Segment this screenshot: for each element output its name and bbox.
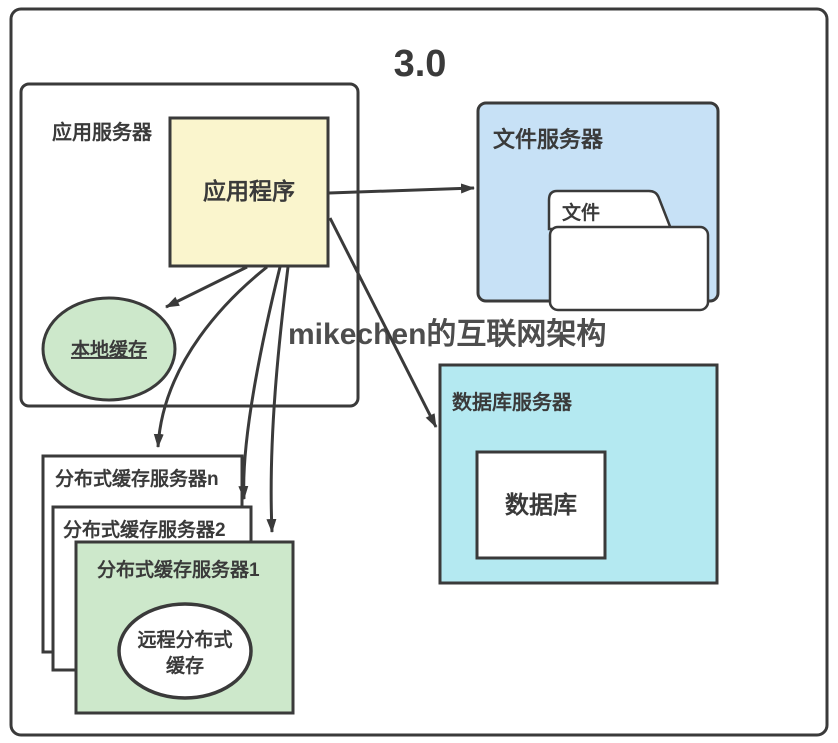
db-server-label: 数据库服务器 xyxy=(452,390,573,414)
remote-cache-label-line2: 缓存 xyxy=(166,654,204,677)
folder-tab xyxy=(547,189,673,231)
arrow-app-to-cache-1 xyxy=(266,266,290,533)
local-cache-label: 本地缓存 xyxy=(71,338,147,361)
cache-server-n-label: 分布式缓存服务器n xyxy=(55,467,219,490)
arrow-app-to-cache-n xyxy=(153,265,268,448)
version-title: 3.0 xyxy=(394,43,447,85)
arrow-app-to-db-server xyxy=(328,217,438,428)
arrow-app-to-file-server xyxy=(328,183,475,195)
file-server-label: 文件服务器 xyxy=(493,127,604,152)
cache-server-2-label: 分布式缓存服务器2 xyxy=(63,518,226,541)
remote-cache-label-line1: 远程分布式 xyxy=(137,628,232,651)
folder-icon: 文件 xyxy=(547,189,710,312)
app-server-label: 应用服务器 xyxy=(52,120,153,144)
cache-server-1-label: 分布式缓存服务器1 xyxy=(97,558,260,581)
local-cache-ellipse xyxy=(41,296,177,402)
application-box xyxy=(168,116,330,268)
folder-label: 文件 xyxy=(562,201,600,224)
folder-body xyxy=(548,225,710,312)
database-label: 数据库 xyxy=(505,492,577,519)
remote-cache-ellipse xyxy=(117,602,253,700)
arrow-app-to-local-cache xyxy=(165,265,248,309)
database-box xyxy=(475,450,607,560)
application-label: 应用程序 xyxy=(203,178,295,204)
arrow-app-to-cache-2 xyxy=(238,266,282,500)
watermark: mikechen的互联网架构 xyxy=(288,318,606,351)
